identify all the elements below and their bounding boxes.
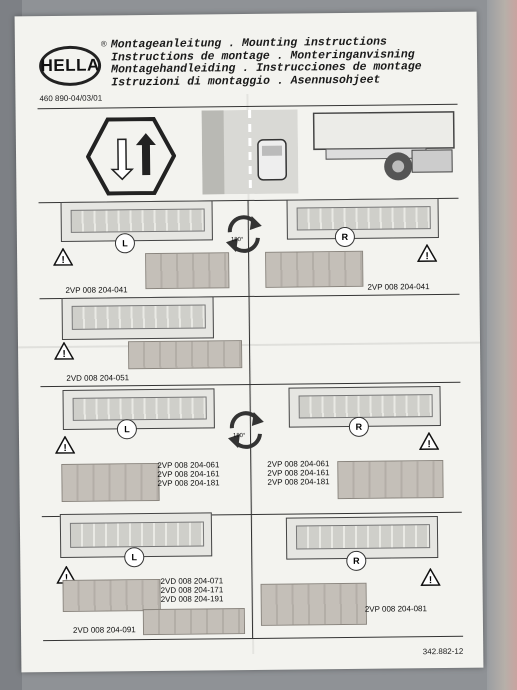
background-right [487,0,517,690]
lens-row2 [127,340,243,370]
part-list-row3-left: 2VP 008 204-061 2VP 008 204-161 2VP 008 … [157,460,219,488]
svg-text:!: ! [61,255,64,266]
part-number-row2: 2VD 008 204-051 [66,373,130,383]
lamp-left-row1 [60,200,213,242]
rotate-label-row3: 180° [232,433,246,440]
title-line-4: Istruzioni di montaggio . Asennusohjeet [111,73,381,90]
rotate-180-icon [225,215,262,253]
part-number-row4-bottom-left: 2VD 008 204-091 [72,625,136,635]
part-number: 2VP 008 204-181 [267,477,330,487]
lens-left-row3 [61,462,160,502]
part-number-row1-left: 2VP 008 204-041 [65,285,128,295]
part-list-row4-left: 2VD 008 204-071 2VD 008 204-171 2VD 008 … [160,576,223,604]
part-number: 2VP 008 204-181 [157,478,220,488]
instruction-sheet: HELLA ® Montageanleitung . Mounting inst… [14,11,484,673]
lens-right-row4 [260,582,367,626]
side-letter-right-row3: R [348,416,369,437]
lens-right-row3 [337,459,444,500]
road-car-illustration [201,109,299,195]
svg-text:!: ! [63,443,66,454]
document-number: 460 890-04/03/01 [39,93,103,104]
side-letter-right-row4: R [346,550,367,571]
registered-mark: ® [100,39,107,49]
part-number-row1-right: 2VP 008 204-041 [367,282,430,292]
lens-bottom-left-row4 [142,608,246,636]
title-block: Montageanleitung . Mounting instructions… [111,36,472,90]
rotate-180-icon [228,411,264,449]
warning-icon: ! [53,341,75,360]
side-letter-left-row4: L [124,547,145,568]
warning-icon: ! [420,568,441,586]
lens-left-row1 [145,252,230,290]
footer-code: 342.882-12 [422,646,464,657]
svg-text:!: ! [425,251,428,262]
svg-text:!: ! [429,575,432,586]
warning-icon: ! [53,247,74,266]
lamp-left-row3 [62,388,215,430]
part-number: 2VD 008 204-191 [160,594,224,604]
svg-text:!: ! [62,349,65,360]
warning-icon: ! [54,435,76,454]
hella-logo: HELLA [38,45,102,87]
traffic-direction-sign-icon [85,116,177,196]
part-list-row3-right: 2VP 008 204-061 2VP 008 204-161 2VP 008 … [267,459,329,487]
lamp-right-row1 [286,198,439,240]
svg-text:!: ! [65,573,68,584]
svg-text:!: ! [427,439,430,450]
lens-left-row4 [62,578,161,612]
lamp-row2 [61,296,214,340]
side-letter-left-row1: L [114,233,136,254]
warning-icon: ! [416,244,438,262]
side-letter-left-row3: L [116,419,138,440]
lens-right-row1 [265,250,364,288]
brand-text: HELLA [40,55,100,76]
rotate-label-row1: 180° [230,237,244,244]
side-letter-right-row1: R [334,226,356,248]
truck-rear-illustration [312,111,455,181]
part-number-row4-right: 2VP 008 204-081 [364,604,427,614]
warning-icon: ! [418,432,440,450]
